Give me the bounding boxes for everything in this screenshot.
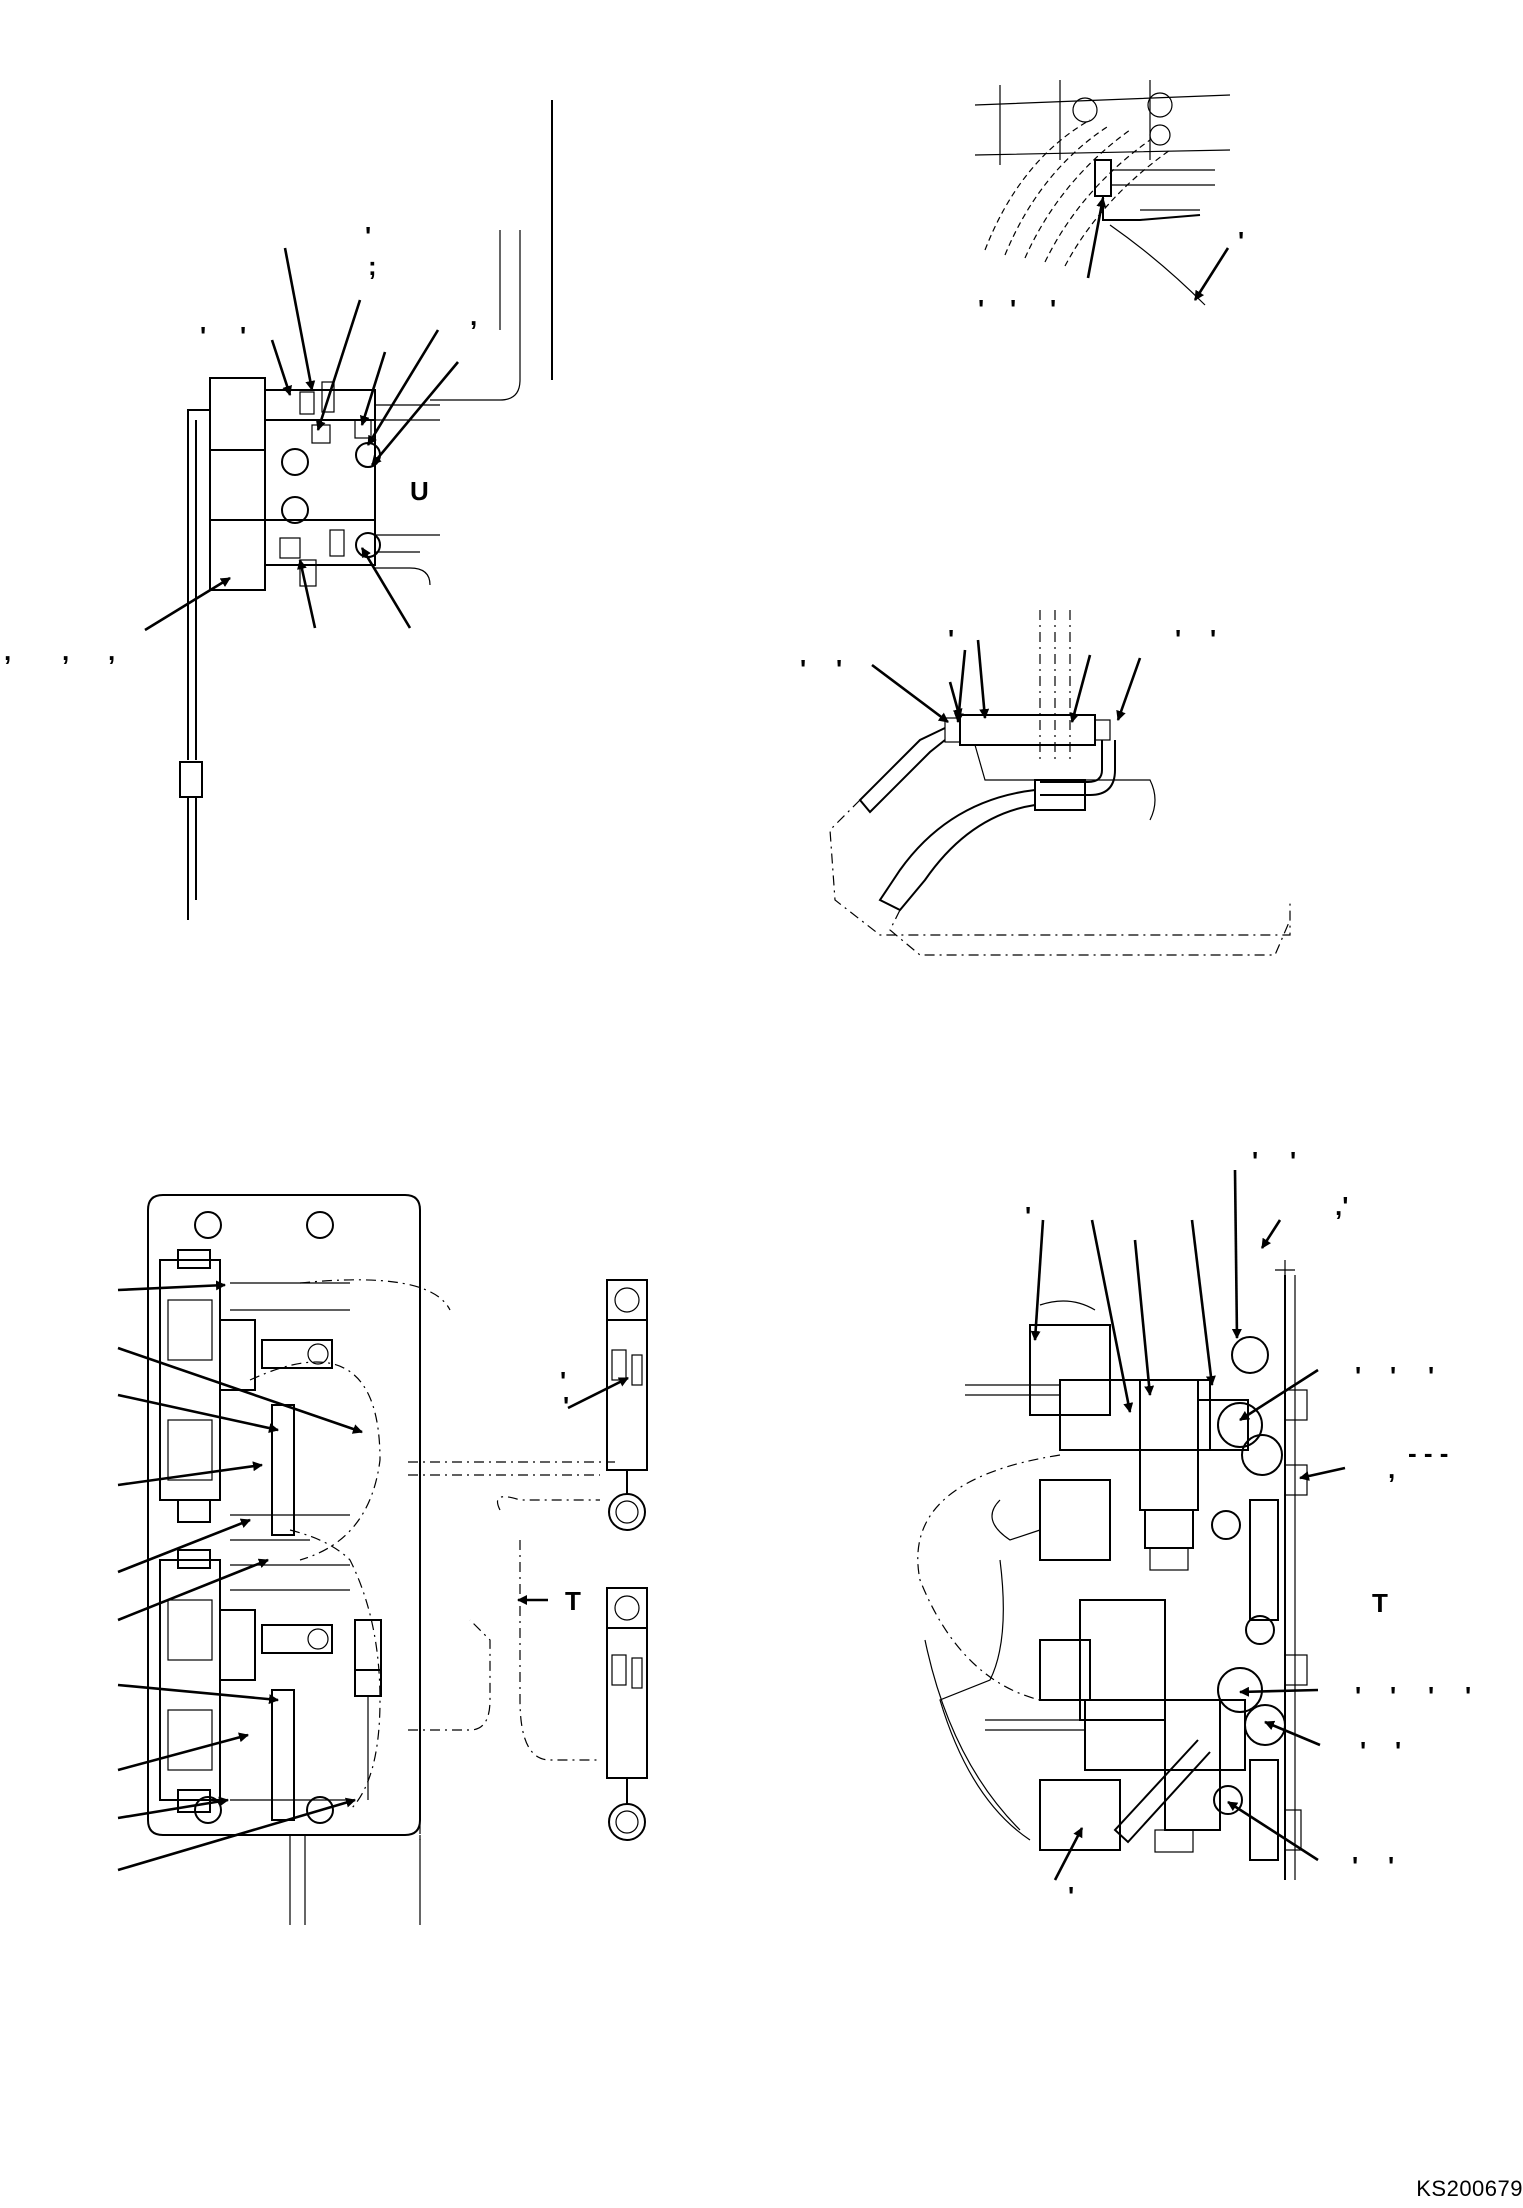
- svg-text:,: ,: [4, 636, 11, 666]
- view-u-valve-assembly: ' ; , ' ' , , , U: [4, 100, 553, 920]
- svg-text:': ': [1252, 1146, 1258, 1176]
- svg-text:': ': [1010, 294, 1016, 324]
- svg-text:': ': [948, 624, 954, 654]
- svg-text:': ': [365, 221, 371, 251]
- svg-text:': ': [200, 321, 206, 351]
- svg-text:': ': [1360, 1736, 1366, 1766]
- svg-text:': ': [1210, 624, 1216, 654]
- svg-text:': ': [1428, 1361, 1434, 1391]
- svg-text:': ': [978, 294, 984, 324]
- svg-text:': ': [1290, 1146, 1296, 1176]
- svg-text:,: ,: [108, 636, 115, 666]
- view-t-lower-right-assembly: ' ' ' ,' ' ' ' , - - - ' ' ' ' ' ' ' ' '…: [917, 1146, 1471, 1911]
- svg-text:': ': [1465, 1681, 1471, 1711]
- view-middle-right-detail: ' ' ' ' ': [800, 610, 1291, 956]
- drawing-code: KS200679: [1416, 2176, 1523, 2201]
- svg-text:': ': [240, 321, 246, 351]
- svg-text:': ': [1355, 1681, 1361, 1711]
- svg-text:': ': [836, 654, 842, 684]
- svg-text:': ': [1395, 1736, 1401, 1766]
- svg-text:': ': [1428, 1681, 1434, 1711]
- svg-text:': ': [1068, 1881, 1074, 1911]
- svg-text:': ': [1025, 1201, 1031, 1231]
- svg-text:': ': [1352, 1851, 1358, 1881]
- svg-text:': ': [1390, 1361, 1396, 1391]
- svg-text:': ': [1388, 1851, 1394, 1881]
- view-label-t-right: T: [1372, 1588, 1388, 1618]
- svg-text:': ': [563, 1391, 569, 1421]
- view-upper-right-detail: ' ' ' ': [974, 80, 1244, 324]
- svg-text:,: ,: [1388, 1454, 1395, 1484]
- svg-text:,': ,': [1335, 1191, 1348, 1221]
- view-label-u: U: [410, 476, 429, 506]
- svg-text:;: ;: [368, 251, 377, 281]
- svg-text:': ': [1355, 1361, 1361, 1391]
- svg-text:': ': [1175, 624, 1181, 654]
- svg-text:,: ,: [470, 301, 477, 331]
- svg-text:': ': [800, 654, 806, 684]
- svg-text:': ': [1390, 1681, 1396, 1711]
- view-label-t-left: T: [565, 1586, 581, 1616]
- svg-text:,: ,: [62, 636, 69, 666]
- svg-text:': ': [1050, 294, 1056, 324]
- svg-text:': ': [560, 1366, 566, 1396]
- svg-text:- - -: - - -: [1408, 1438, 1448, 1468]
- svg-text:': ': [1238, 226, 1244, 256]
- view-t-lower-left-plate: ' ' T: [117, 1194, 648, 1925]
